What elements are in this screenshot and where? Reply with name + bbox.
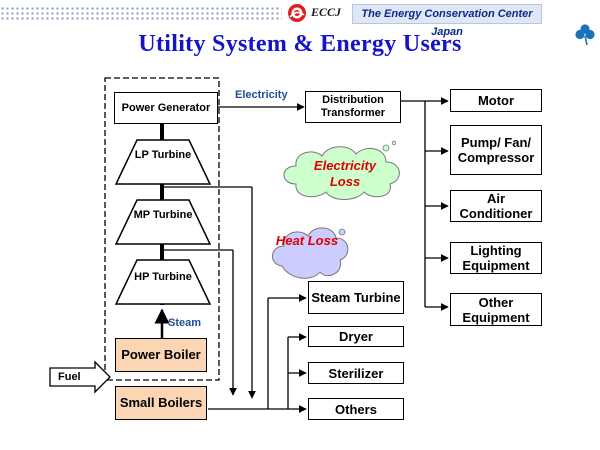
small-boilers: Small Boilers — [115, 386, 207, 420]
user-steam-turbine: Steam Turbine — [308, 281, 404, 314]
electricity-loss-cloud — [283, 140, 400, 200]
organization-name: The Energy Conservation Center Japan — [352, 4, 542, 38]
mp-turbine-label: MP Turbine — [133, 209, 193, 221]
user-air-conditioner: Air Conditioner — [450, 190, 542, 222]
user-lighting-equipment: Lighting Equipment — [450, 242, 542, 274]
heat-loss-label: Heat Loss — [275, 233, 339, 248]
mp-turbine-shape — [114, 199, 212, 245]
heat-loss-cloud — [272, 227, 349, 279]
user-motor: Motor — [450, 89, 542, 112]
eccj-logo-icon — [288, 4, 306, 22]
steam-label: Steam — [168, 317, 202, 329]
clover-logo-icon — [575, 24, 595, 46]
hp-turbine-label: HP Turbine — [134, 271, 192, 283]
user-pump-fan-compressor: Pump/ Fan/ Compressor — [450, 125, 542, 175]
user-others: Others — [308, 398, 404, 420]
header-dot-pattern — [0, 6, 282, 20]
user-dryer: Dryer — [308, 326, 404, 347]
fuel-label: Fuel — [58, 371, 81, 383]
hp-turbine-shape — [114, 259, 212, 305]
user-other-equipment: Other Equipment — [450, 293, 542, 326]
power-generator: Power Generator — [114, 92, 218, 124]
power-plant-frame — [104, 77, 220, 381]
page-title: Utility System & Energy Users — [138, 31, 462, 57]
distribution-transformer: Distribution Transformer — [305, 91, 401, 123]
electricity-label: Electricity — [235, 89, 288, 101]
electricity-loss-label: Electricity Loss — [313, 158, 377, 189]
power-boiler: Power Boiler — [115, 338, 207, 372]
lp-turbine-shape — [114, 139, 212, 185]
lp-turbine-label: LP Turbine — [134, 149, 192, 161]
header-bar: ECCJ The Energy Conservation Center Japa… — [0, 0, 600, 38]
user-sterilizer: Sterilizer — [308, 362, 404, 384]
fuel-arrow-icon — [49, 360, 111, 394]
eccj-wordmark: ECCJ — [311, 5, 342, 19]
